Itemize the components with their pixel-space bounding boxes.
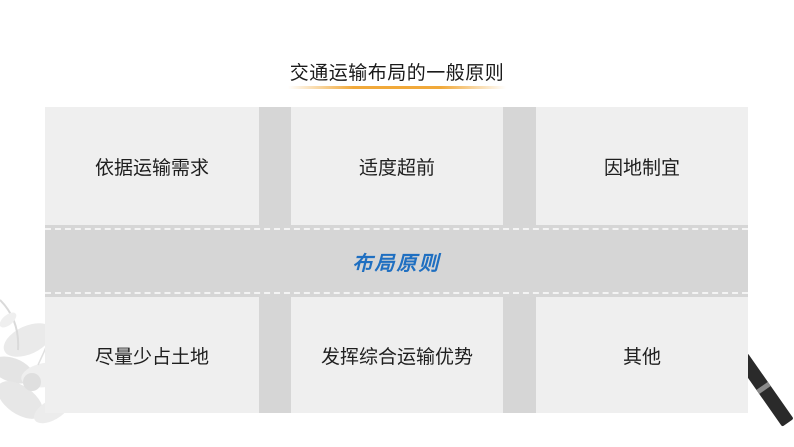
principle-moderate-advance: 适度超前: [291, 107, 503, 225]
principle-transport-demand: 依据运输需求: [45, 107, 259, 225]
band-dashed-line-top: [45, 228, 748, 230]
principle-others: 其他: [536, 297, 748, 413]
principle-local-conditions: 因地制宜: [536, 107, 748, 225]
principle-save-land: 尽量少占土地: [45, 297, 259, 413]
slide-title: 交通运输布局的一般原则: [280, 56, 514, 96]
principle-integrated-transport: 发挥综合运输优势: [291, 297, 503, 413]
center-band-label: 布局原则: [352, 250, 441, 275]
principles-grid: 依据运输需求 适度超前 因地制宜 布局原则 尽量少占土地 发挥综合运输优势 其他: [45, 107, 748, 413]
band-dashed-line-bottom: [45, 292, 748, 294]
title-underline: [288, 86, 506, 89]
center-band: 布局原则: [45, 235, 748, 287]
slide-title-text: 交通运输布局的一般原则: [289, 62, 505, 84]
